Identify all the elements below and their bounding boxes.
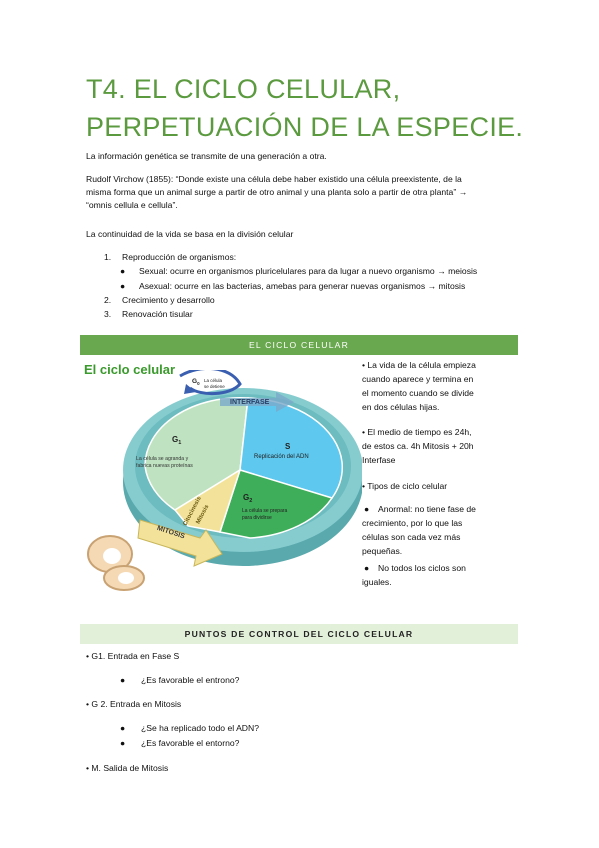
g0-loop-arrow [179, 370, 242, 395]
list-item-renewal: Renovación tisular [122, 309, 193, 319]
g1-sector [144, 397, 249, 511]
virchow-quote-line-1: Rudolf Virchow (1855): “Donde existe una… [86, 174, 462, 184]
checkpoint-g2-question-1: ¿Se ha replicado todo el ADN? [141, 723, 259, 733]
g1-desc-line-2: fabrica nuevas proteínas [136, 463, 193, 469]
side-note-2-line-1: • El medio de tiempo es 24h, [362, 427, 472, 437]
checkpoint-m-heading: • M. Salida de Mitosis [86, 763, 169, 773]
g2-desc-line-1: La célula se prepara [242, 508, 288, 514]
bullet-dot: ● [120, 723, 126, 733]
virchow-quote-line-2: misma forma que un animal surge a partir… [86, 187, 468, 197]
side-note-3: • Tipos de ciclo celular [362, 481, 448, 491]
list-subitem-asexual: Asexual: ocurre en las bacterias, amebas… [139, 281, 466, 291]
diagram-title: El ciclo celular [84, 362, 176, 377]
g1-desc-line-1: La célula se agranda y [136, 456, 189, 462]
g0-note-line-1: La célula [204, 378, 223, 383]
section-banner-checkpoints: PUNTOS DE CONTROL DEL CICLO CELULAR [80, 624, 518, 644]
list-number-2: 2. [104, 295, 112, 305]
checkpoint-g1-heading: • G1. Entrada en Fase S [86, 651, 180, 661]
list-item-growth: Crecimiento y desarrollo [122, 295, 215, 305]
bullet-dot: ● [364, 563, 370, 573]
mitosis-wedge [173, 468, 242, 533]
checkpoint-g2-heading: • G 2. Entrada en Mitosis [86, 699, 182, 709]
side-note-2-line-3: Interfase [362, 455, 396, 465]
checkpoint-g2-question-2: ¿Es favorable el entorno? [141, 738, 240, 748]
side-subnote-1-line-2: crecimiento, por lo que las [362, 518, 463, 528]
bullet-dot: ● [120, 675, 126, 685]
s-label: S [285, 442, 291, 451]
side-note-1-line-2: cuando aparece y termina en [362, 374, 474, 384]
side-subnote-1-line-1: Anormal: no tiene fase de [378, 504, 476, 514]
list-number-1: 1. [104, 252, 112, 262]
g0-note-line-2: se detiene [204, 384, 225, 389]
side-subnote-2-line-1: No todos los ciclos son [378, 563, 466, 573]
g0-label: G0 [192, 378, 200, 386]
side-note-1-line-4: en dos células hijas. [362, 402, 440, 412]
interfase-label: INTERFASE [230, 399, 270, 406]
side-note-1-line-1: • La vida de la célula empieza [362, 360, 476, 370]
bullet-dot: ● [120, 738, 126, 748]
side-note-1-line-3: el momento cuando se divide [362, 388, 474, 398]
bullet-dot: ● [120, 281, 126, 291]
cell-nucleus-icon [103, 548, 121, 564]
bullet-dot: ● [364, 504, 370, 514]
g2-desc-line-2: para dividirse [242, 515, 272, 521]
section-banner-cell-cycle: EL CICLO CELULAR [80, 335, 518, 355]
g1-label: G1 [172, 435, 181, 446]
intro-text: La información genética se transmite de … [86, 151, 327, 161]
virchow-quote-line-3: “omnis cellula e cellula”. [86, 200, 178, 210]
mitosis-arrow [137, 519, 223, 567]
checkpoint-g1-question-1: ¿Es favorable el entrono? [141, 675, 240, 685]
list-number-3: 3. [104, 309, 112, 319]
side-subnote-1-line-4: pequeñas. [362, 546, 403, 556]
list-item-reproduction: Reproducción de organismos: [122, 252, 237, 262]
cell-nucleus-icon [118, 572, 134, 584]
g2-label: G2 [243, 493, 252, 504]
g2-sector [219, 469, 334, 539]
bullet-dot: ● [120, 266, 126, 276]
g0-arrow-head [184, 384, 196, 394]
list-subitem-sexual: Sexual: ocurre en organismos pluricelula… [139, 266, 478, 276]
page-title: T4. EL CICLO CELULAR, PERPETUACIÓN DE LA… [86, 74, 524, 142]
cell-cycle-diagram: G0 La célula se detiene INTERFASE G1 La … [87, 370, 362, 591]
continuity-text: La continuidad de la vida se basa en la … [86, 229, 294, 239]
s-desc: Replicación del ADN [254, 454, 309, 460]
interfase-arrow [220, 392, 294, 412]
side-note-2-line-2: de estos ca. 4h Mitosis + 20h [362, 441, 474, 451]
side-subnote-1-line-3: células son cada vez más [362, 532, 461, 542]
side-subnote-2-line-2: iguales. [362, 577, 392, 587]
